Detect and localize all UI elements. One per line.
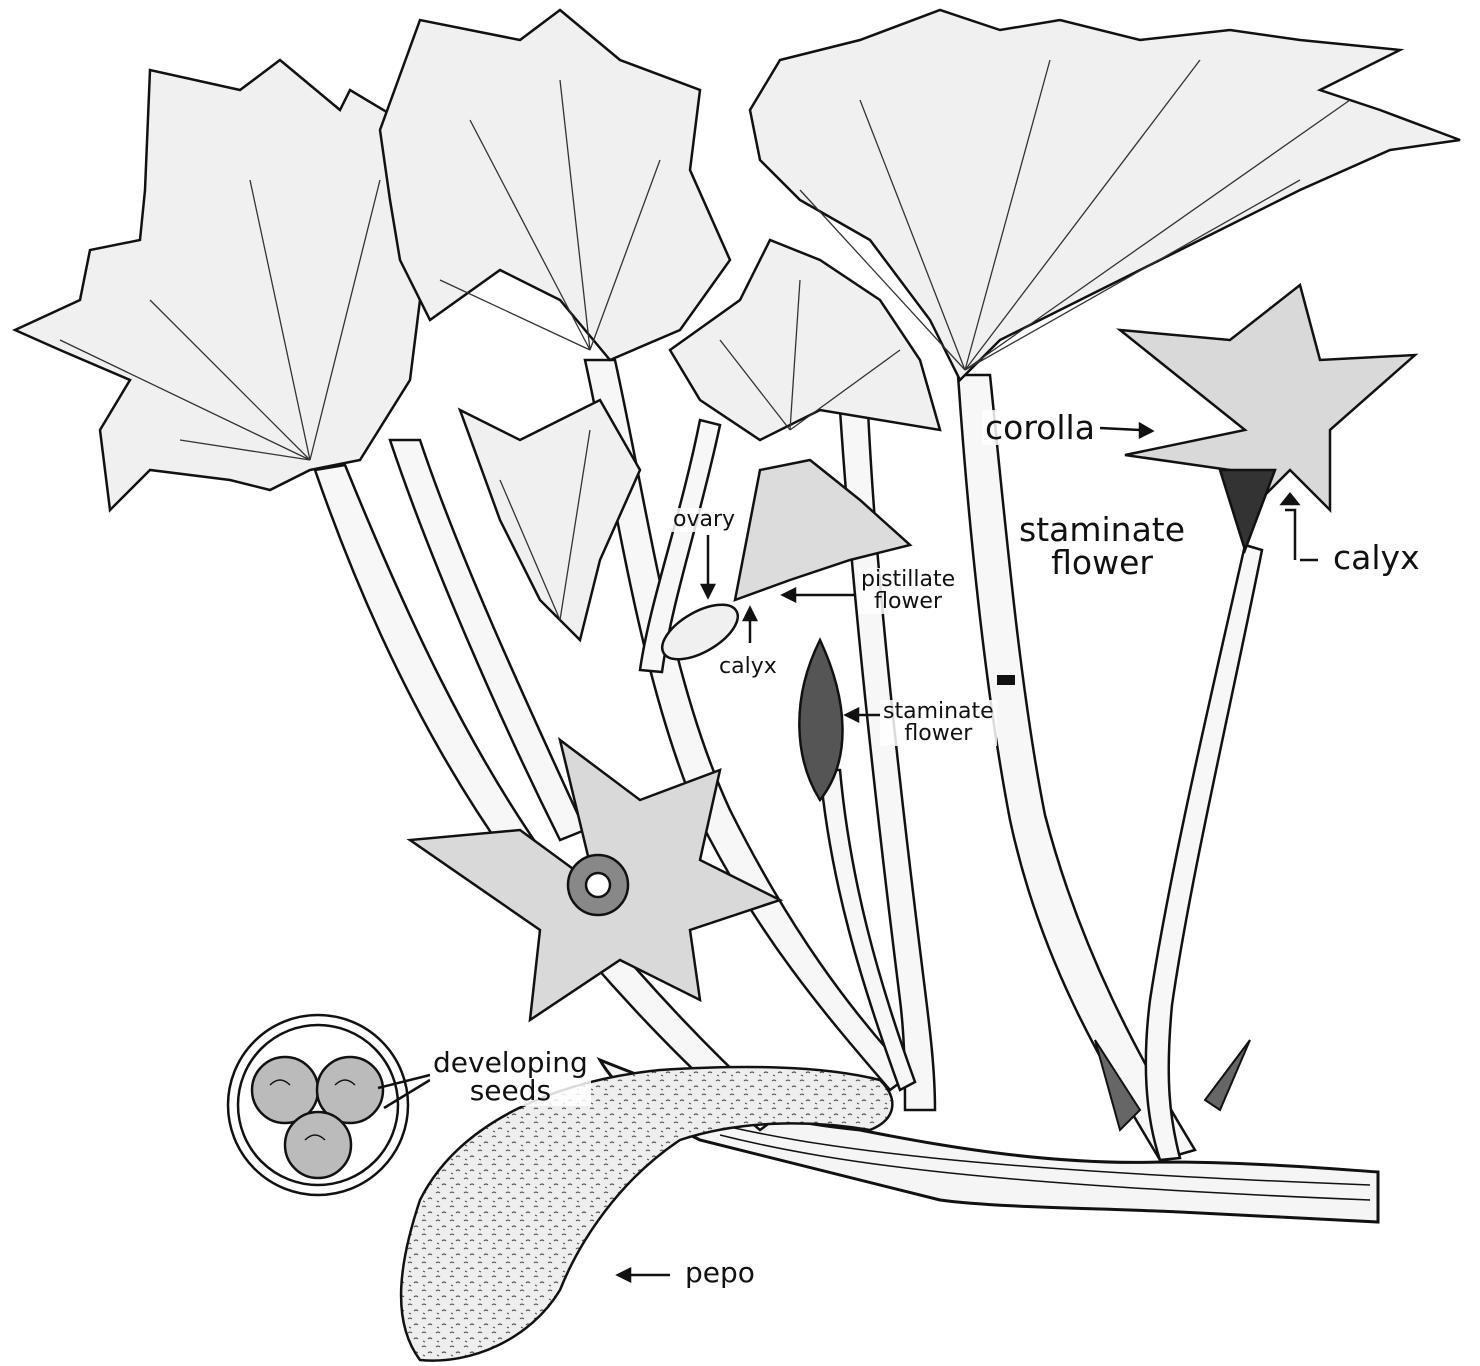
label-calyx-right: calyx (1330, 540, 1423, 575)
label-pepo: pepo (682, 1258, 758, 1288)
label-developing-seeds: developing seeds (430, 1048, 591, 1106)
label-corolla: corolla (982, 410, 1098, 445)
label-staminate-flower-small: staminate flower (880, 700, 997, 746)
stalk-band (997, 675, 1015, 685)
pepo-fruit (401, 1067, 892, 1361)
cross-section (228, 1015, 408, 1195)
label-ovary: ovary (670, 508, 738, 532)
label-staminate-flower-large: staminate flower (1016, 512, 1188, 580)
label-calyx-small: calyx (716, 655, 780, 679)
label-pistillate-flower: pistillate flower (858, 568, 958, 614)
